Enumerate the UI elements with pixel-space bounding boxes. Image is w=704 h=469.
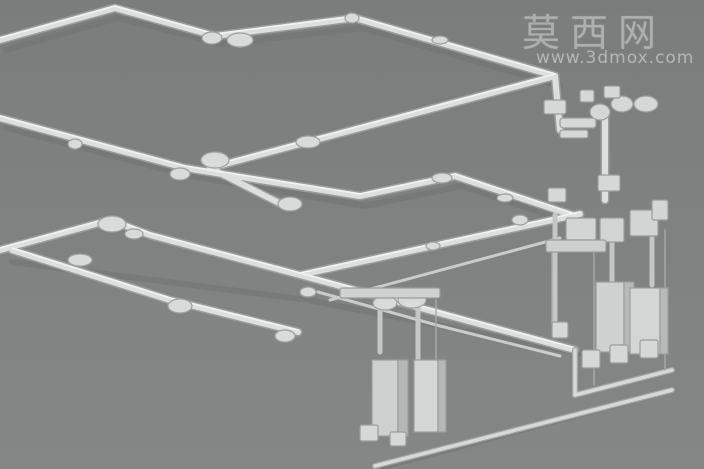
watermark-url: www.3dmox.com (536, 48, 695, 68)
pump-manifold-upper (543, 85, 659, 203)
equipment-center (339, 287, 447, 447)
equipment-right (545, 199, 669, 369)
watermark-brand: 莫西网 (522, 11, 667, 55)
